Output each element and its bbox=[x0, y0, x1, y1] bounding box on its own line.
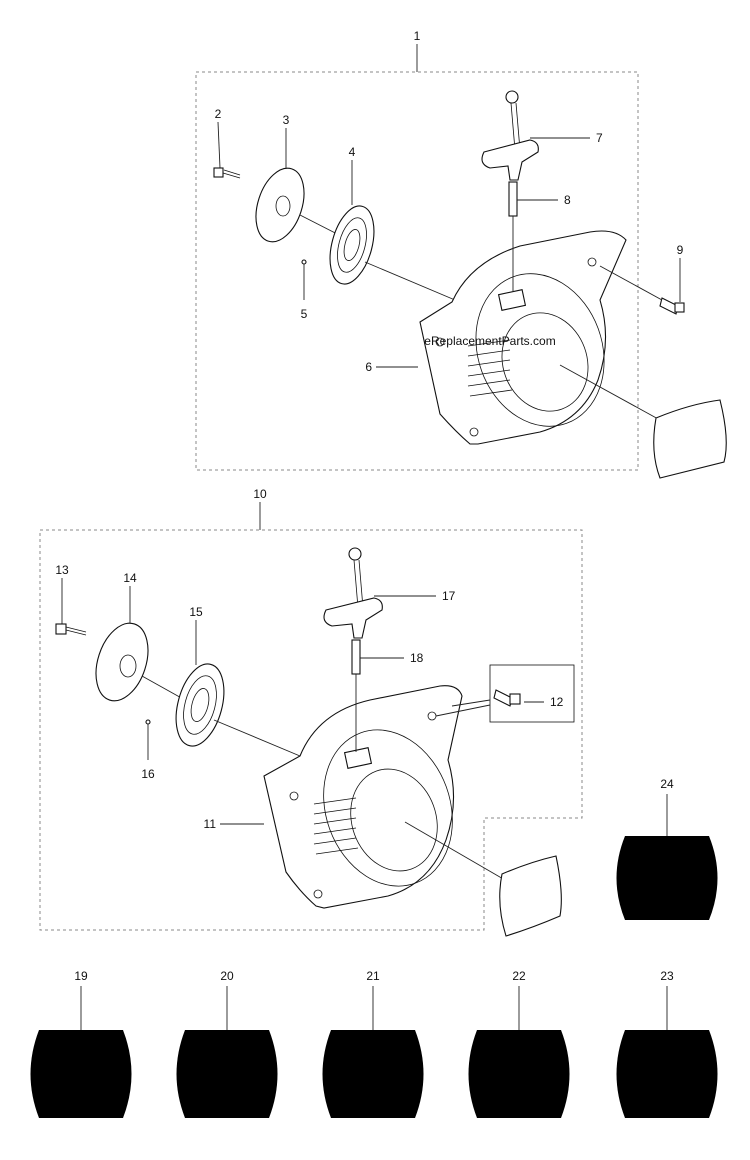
assembly-group-10: 10 13 14 15 16 bbox=[39, 487, 583, 937]
callout-8[interactable]: 8 bbox=[564, 193, 571, 207]
callout-15[interactable]: 15 bbox=[189, 605, 203, 619]
part-15-spring-cassette[interactable] bbox=[168, 620, 301, 757]
callout-20[interactable]: 20 bbox=[220, 969, 234, 983]
assembly-group-1: 1 2 3 4 5 bbox=[195, 29, 727, 479]
callout-7[interactable]: 7 bbox=[596, 131, 603, 145]
part-13-screw[interactable] bbox=[55, 578, 87, 636]
callout-11[interactable]: 11 bbox=[204, 817, 217, 831]
callout-9[interactable]: 9 bbox=[677, 243, 684, 257]
callout-12[interactable]: 12 bbox=[550, 695, 564, 709]
part-decal-lower[interactable] bbox=[499, 855, 562, 937]
callout-24[interactable]: 24 bbox=[660, 777, 674, 791]
part-12-screw[interactable] bbox=[435, 664, 575, 723]
part-19-decal[interactable] bbox=[30, 986, 132, 1118]
callout-18[interactable]: 18 bbox=[410, 651, 424, 665]
part-5-pin[interactable] bbox=[301, 259, 307, 300]
part-18-rope[interactable] bbox=[351, 639, 404, 752]
part-3-pulley[interactable] bbox=[247, 128, 346, 248]
part-11-starter-housing[interactable] bbox=[220, 685, 506, 909]
part-9-screw[interactable] bbox=[599, 258, 685, 315]
part-6-starter-housing[interactable] bbox=[376, 230, 661, 445]
part-12-inset-box bbox=[489, 664, 575, 723]
watermark: eReplacementParts.com bbox=[424, 334, 555, 348]
callout-14[interactable]: 14 bbox=[123, 571, 137, 585]
callout-10[interactable]: 10 bbox=[253, 487, 267, 501]
part-23-decal[interactable] bbox=[616, 986, 718, 1118]
assembly-boundary-10 bbox=[39, 529, 583, 931]
callout-16[interactable]: 16 bbox=[141, 767, 155, 781]
part-8-rope[interactable] bbox=[508, 181, 558, 292]
part-22-decal[interactable] bbox=[468, 986, 570, 1118]
callout-2[interactable]: 2 bbox=[215, 107, 222, 121]
part-4-spring-cassette[interactable] bbox=[322, 160, 456, 301]
callout-19[interactable]: 19 bbox=[74, 969, 88, 983]
callout-22[interactable]: 22 bbox=[512, 969, 526, 983]
callout-4[interactable]: 4 bbox=[349, 145, 356, 159]
part-decal-upper[interactable] bbox=[653, 399, 727, 479]
part-16-pin[interactable] bbox=[145, 719, 151, 760]
callout-5[interactable]: 5 bbox=[301, 307, 308, 321]
callout-21[interactable]: 21 bbox=[366, 969, 380, 983]
callout-13[interactable]: 13 bbox=[55, 563, 69, 577]
callout-23[interactable]: 23 bbox=[660, 969, 674, 983]
part-24-decal[interactable] bbox=[616, 794, 718, 920]
part-2-screw[interactable] bbox=[213, 121, 241, 179]
part-20-decal[interactable] bbox=[176, 986, 278, 1118]
part-7-handle[interactable] bbox=[481, 90, 590, 181]
callout-1[interactable]: 1 bbox=[414, 29, 421, 43]
callout-3[interactable]: 3 bbox=[283, 113, 290, 127]
callout-17[interactable]: 17 bbox=[442, 589, 456, 603]
callout-6[interactable]: 6 bbox=[365, 360, 372, 374]
part-14-pulley[interactable] bbox=[87, 586, 186, 707]
part-17-handle[interactable] bbox=[323, 547, 436, 639]
part-21-decal[interactable] bbox=[322, 986, 424, 1118]
